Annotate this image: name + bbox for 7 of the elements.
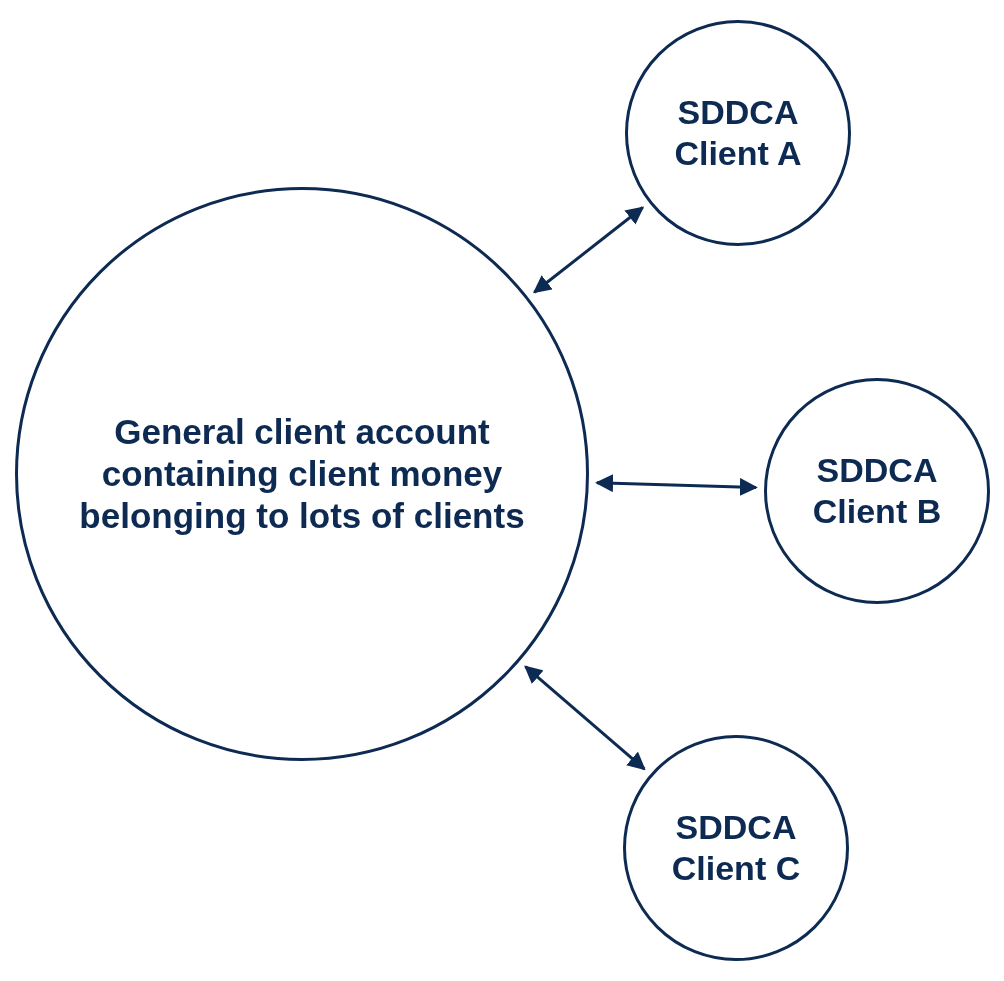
double-arrow — [532, 206, 645, 294]
node-label: SDDCA Client B — [811, 450, 943, 532]
node-label: General client account containing client money belonging to lots of clients — [78, 411, 526, 537]
node-label: SDDCA Client A — [673, 92, 803, 174]
double-arrow — [524, 665, 646, 771]
double-arrow — [595, 474, 758, 496]
node-label: SDDCA Client C — [670, 807, 802, 889]
